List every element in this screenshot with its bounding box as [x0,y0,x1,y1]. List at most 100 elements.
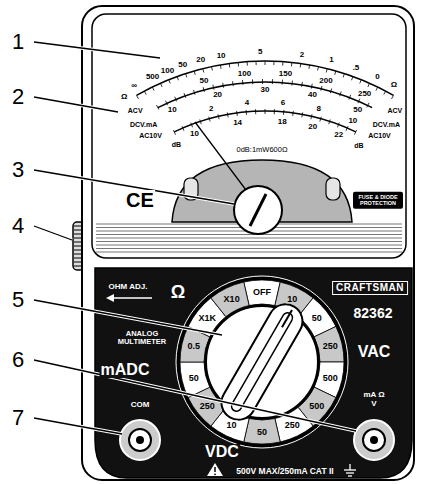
scale-number: 6 [280,99,286,107]
stripe [96,238,402,239]
scale-tick [227,112,229,117]
scale-tick [220,65,222,69]
leader-lines [34,42,356,434]
scale-tick [346,126,348,131]
scale-tick [358,99,360,104]
ce-mark: CE [125,190,155,210]
scale-tick [292,111,294,116]
adjust-arrow [106,294,114,302]
stripe [96,245,402,246]
callout-number: 1 [11,31,25,53]
scale-tick [301,112,303,117]
scale-tick [218,114,219,119]
meter-window [92,14,406,258]
range-setting: 250 [199,401,216,410]
scale-tick [229,64,231,68]
scale-number: 10 [347,117,358,125]
scale-tick [308,65,310,69]
scale-tick [191,123,193,128]
scale-tick [242,80,243,85]
ring-segment [244,280,280,305]
warning-symbol [214,467,216,472]
protection-label: FUSE & DIODE PROTECTION [353,192,403,209]
scale-tick [256,61,257,65]
com-jack [120,420,160,460]
scale-tick [213,85,214,90]
scale-name: AC10V [138,131,163,138]
scale-tick [137,95,139,98]
scale-unit: Ω [120,93,128,101]
dial-panel [95,268,412,478]
scale-note: 0dB:1mW600Ω [234,146,289,154]
range-setting: 10 [286,294,298,303]
scale-tick [173,130,175,134]
input-jack [363,429,385,451]
scale-tick [152,87,154,91]
stripe [96,241,402,242]
scale-name: ACV [386,107,403,114]
scale-name: ACV [127,107,144,114]
scale-tick [144,91,146,95]
range-setting: 500 [322,373,339,382]
scale-name: AC10V [367,131,392,138]
scale-number: 200 [318,77,333,85]
scale-number: 2 [208,105,214,113]
scale-tick [200,119,202,124]
needle [195,122,246,190]
scale-number: 150 [278,70,293,78]
com-jack [136,436,144,444]
scale-number: 5 [257,48,263,56]
model-number: 82362 [353,306,394,320]
scale-tick [236,111,238,116]
scale-tick [392,95,394,98]
scale-number: 20 [212,91,223,99]
scale-tick [184,93,186,98]
cover-slot [326,178,340,200]
scale-number: 30 [260,86,271,94]
scale-name: dB [353,141,364,148]
scale-number: 40 [307,91,318,99]
scale-tick [202,69,204,73]
scale-name: dB [171,141,182,148]
scale-tick [182,126,184,131]
scale-number: ∞ [130,82,138,90]
scale-tick [368,83,370,87]
range-setting: 50 [188,373,200,382]
warning-symbol [214,473,216,475]
scale-tick [265,109,266,114]
scale-tick [352,76,353,80]
range-setting: 500 [308,401,325,410]
scale-tick [194,71,195,75]
scale-tick [301,82,303,87]
com-jack [129,429,151,451]
range-setting: 250 [322,342,339,351]
scale-tick [321,86,322,91]
scale-tick [211,67,213,71]
scale-tick [291,62,292,66]
stripe [96,252,402,253]
scale-tick [326,69,328,73]
scale-number: 10 [189,130,200,138]
scale-tick [232,81,234,86]
scale-tick [291,81,293,86]
scale-tick [354,130,356,134]
scale-tick [340,91,342,96]
scale-tick [160,83,162,87]
input-jack [354,420,394,460]
scale-tick [300,64,302,68]
scale-arc [158,81,373,108]
range-setting: 50 [256,428,268,437]
scale-tick [177,76,178,80]
scale-tick [337,123,339,128]
scale-tick [384,91,386,95]
callout-number: 2 [11,86,25,108]
scale-tick [186,74,187,78]
scale-tick [262,79,263,84]
callout-number: 4 [11,215,25,237]
scale-tick [265,61,266,65]
ground-symbol [344,464,356,476]
scale-tick [273,61,274,65]
scale-number: 18 [277,118,288,126]
scale-tick [252,79,253,84]
brand-name: CRAFTSMAN [332,281,408,295]
